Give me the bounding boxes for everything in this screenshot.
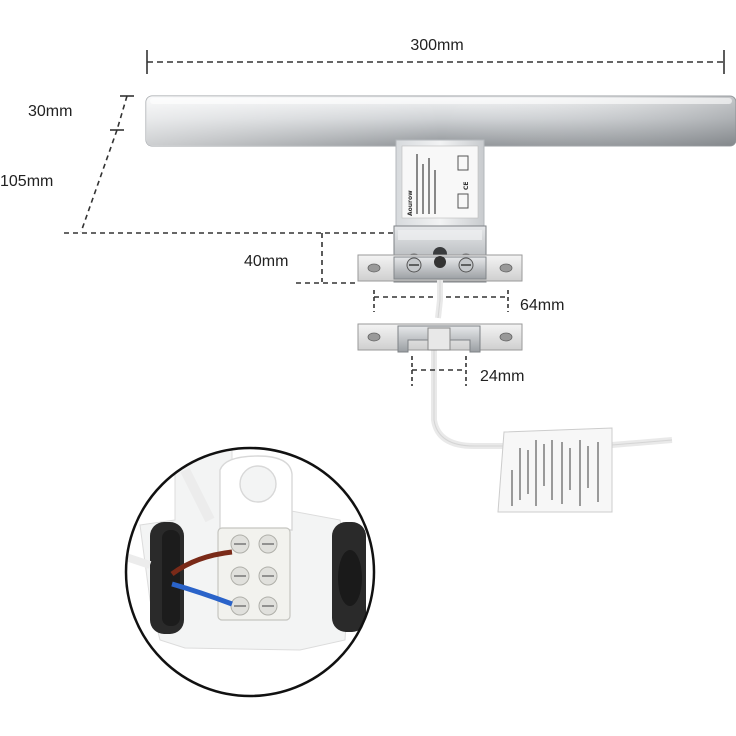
height-dimensions: 30mm 105mm bbox=[0, 95, 395, 234]
bracket-holes-dimension: 64mm bbox=[373, 290, 564, 314]
ce-mark: CE bbox=[463, 181, 470, 190]
driver-box bbox=[497, 427, 613, 513]
terminal-block bbox=[217, 527, 291, 621]
width-dimension: 300mm bbox=[146, 37, 725, 74]
power-cable bbox=[431, 280, 673, 449]
projection-label: 105mm bbox=[0, 173, 53, 190]
brand-text: Aourow bbox=[407, 190, 414, 216]
width-label: 300mm bbox=[410, 37, 463, 54]
bracket-height-label: 40mm bbox=[244, 253, 288, 270]
bar-height-label: 30mm bbox=[28, 103, 72, 120]
wiring-detail-inset bbox=[124, 446, 376, 698]
upper-bracket bbox=[357, 254, 523, 282]
brown-wire bbox=[170, 549, 233, 577]
bracket-height-dimension: 40mm bbox=[244, 233, 358, 284]
clip-width-dimension: 24mm bbox=[411, 356, 524, 386]
clip-width-label: 24mm bbox=[480, 368, 524, 385]
blue-wire bbox=[171, 581, 233, 607]
light-arm: Aourow CE bbox=[395, 139, 485, 227]
bracket-holes-label: 64mm bbox=[520, 297, 564, 314]
light-bar bbox=[145, 95, 736, 147]
product-label bbox=[401, 145, 479, 219]
wall-clip bbox=[357, 323, 523, 353]
